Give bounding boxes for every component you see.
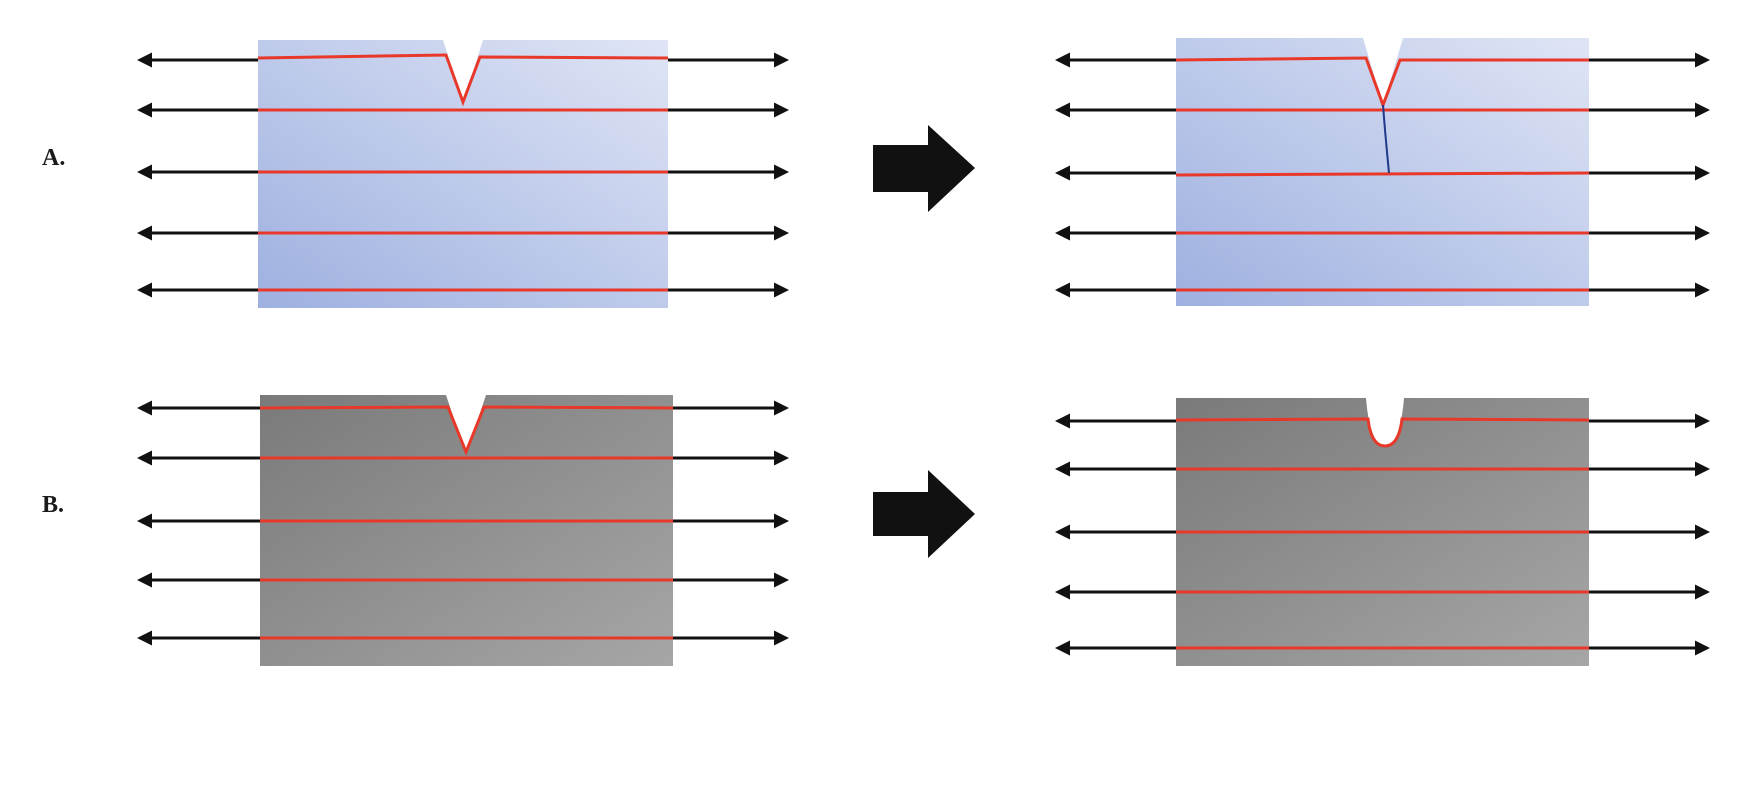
stress-line — [257, 53, 669, 107]
stress-lines — [257, 53, 669, 292]
glass-plate — [1176, 38, 1589, 306]
panel-b-before — [137, 395, 789, 666]
stress-line — [1175, 417, 1590, 448]
transition-arrow — [873, 470, 975, 558]
glass-plate — [258, 40, 668, 308]
panel-a-after — [1055, 38, 1710, 306]
row-a: A. — [42, 38, 1710, 308]
tension-arrows — [137, 52, 789, 298]
panel-a-before — [137, 40, 789, 308]
tension-arrows — [1055, 413, 1710, 656]
row-b: B. — [42, 395, 1710, 666]
metal-plate — [260, 395, 673, 666]
stress-line — [259, 405, 674, 457]
row-label-b: B. — [42, 492, 64, 518]
stress-lines — [1175, 417, 1590, 650]
stress-line — [1175, 171, 1590, 177]
tension-arrows — [137, 400, 789, 646]
panel-b-after — [1055, 398, 1710, 666]
transition-arrow — [873, 125, 975, 212]
crack — [1382, 104, 1390, 174]
stress-lines — [259, 405, 674, 640]
tension-arrows — [1055, 52, 1710, 298]
row-label-a: A. — [42, 145, 65, 171]
